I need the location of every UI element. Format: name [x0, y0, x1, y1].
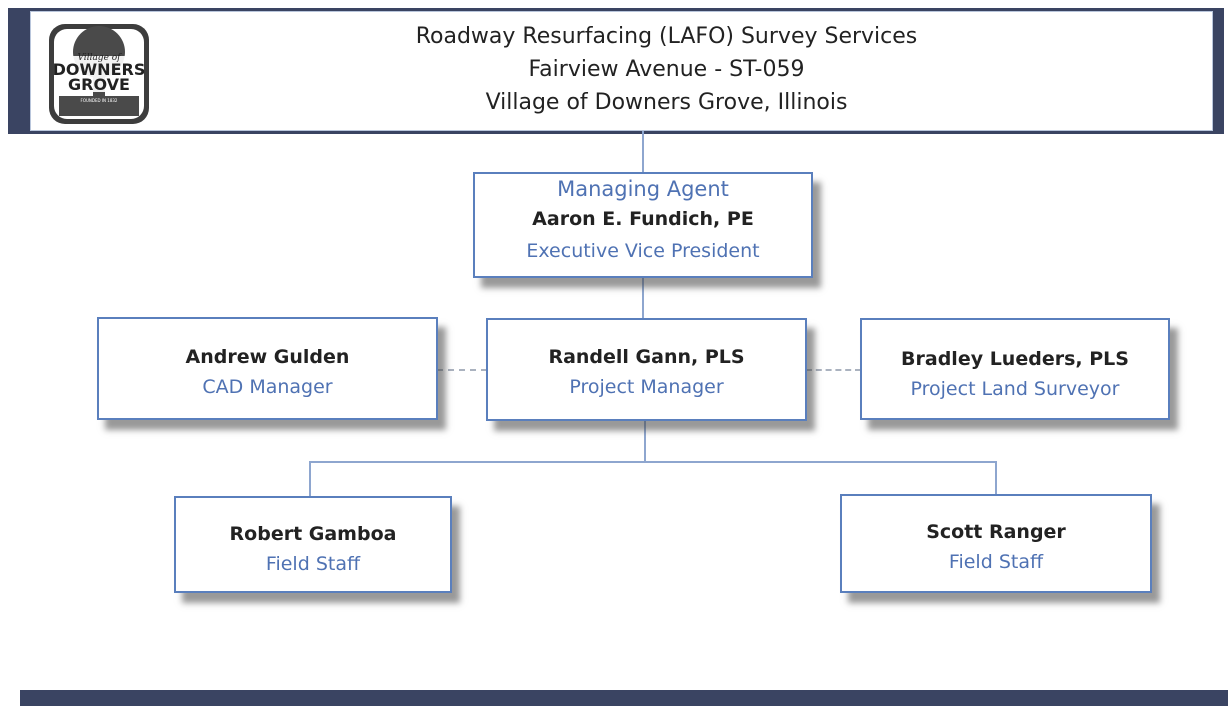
field-staff-2-name: Scott Ranger [926, 521, 1066, 543]
cad-manager-name: Andrew Gulden [185, 346, 350, 368]
managing-agent-title: Managing Agent [557, 177, 729, 201]
connector-header-to-agent [642, 131, 644, 173]
field-staff-1-name: Robert Gamboa [229, 523, 397, 545]
village-logo: Village of DOWNERS GROVE FOUNDED IN 1832 [49, 24, 149, 124]
header-subtitle: Fairview Avenue - ST-059 [528, 57, 805, 82]
managing-agent-role: Executive Vice President [526, 240, 760, 262]
footer-band [20, 690, 1228, 706]
project-manager-box: Randell Gann, PLS Project Manager [486, 318, 807, 421]
connector-to-field-staff-1 [309, 461, 311, 497]
land-surveyor-box: Bradley Lueders, PLS Project Land Survey… [860, 318, 1170, 420]
svg-text:FOUNDED IN 1832: FOUNDED IN 1832 [81, 98, 118, 103]
svg-text:GROVE: GROVE [68, 75, 130, 94]
cad-manager-box: Andrew Gulden CAD Manager [97, 317, 438, 420]
svg-text:Village of: Village of [77, 53, 122, 63]
field-staff-2-box: Scott Ranger Field Staff [840, 494, 1152, 593]
header-title: Roadway Resurfacing (LAFO) Survey Servic… [415, 24, 918, 49]
land-surveyor-role: Project Land Surveyor [910, 378, 1120, 400]
svg-text:DOWNERS: DOWNERS [53, 60, 146, 79]
project-manager-name: Randell Gann, PLS [548, 346, 745, 368]
field-staff-2-role: Field Staff [948, 551, 1044, 573]
managing-agent-name: Aaron E. Fundich, PE [532, 208, 754, 230]
dashed-connector-right [806, 369, 861, 371]
field-staff-1-role: Field Staff [265, 553, 361, 575]
cad-manager-role: CAD Manager [202, 376, 333, 398]
dashed-connector-left [437, 369, 487, 371]
managing-agent-box: Managing Agent Aaron E. Fundich, PE Exec… [473, 172, 813, 278]
land-surveyor-name: Bradley Lueders, PLS [901, 348, 1129, 370]
field-staff-1-box: Robert Gamboa Field Staff [174, 496, 452, 593]
connector-to-field-staff-2 [995, 461, 997, 495]
header-location: Village of Downers Grove, Illinois [485, 90, 848, 115]
connector-staff-horizontal [309, 461, 997, 463]
connector-pm-to-staff [644, 420, 646, 462]
connector-agent-to-pm [642, 277, 644, 319]
header-panel: Village of DOWNERS GROVE FOUNDED IN 1832… [30, 11, 1213, 131]
project-manager-role: Project Manager [569, 376, 724, 398]
